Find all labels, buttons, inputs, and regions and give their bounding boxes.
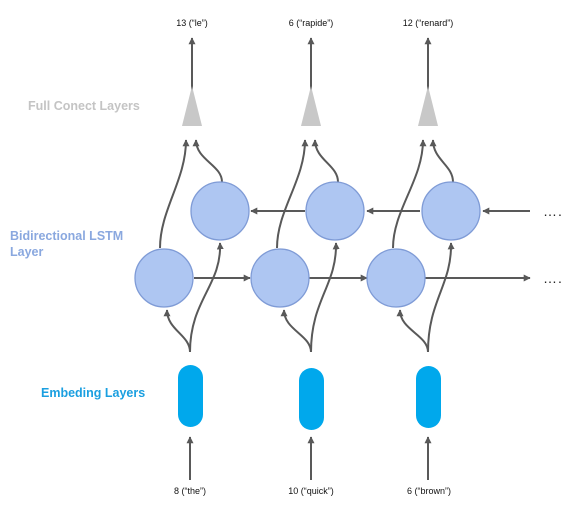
column-3-connections xyxy=(392,37,455,480)
embedding-node xyxy=(178,365,203,427)
dense-layer-node xyxy=(418,86,438,126)
embedding-label: Embeding Layers xyxy=(41,386,145,400)
continuation-top: …. xyxy=(543,203,563,219)
full-connect-label: Full Conect Layers xyxy=(28,99,140,113)
forward-lstm-to-dense xyxy=(159,139,190,249)
bilstm-label-line1: Bidirectional LSTM xyxy=(10,229,123,243)
forward-lstm-node xyxy=(366,248,426,308)
backward-lstm-node xyxy=(190,181,250,241)
input-label: 6 (“brown”) xyxy=(407,486,451,496)
dense-layer-node xyxy=(301,86,321,126)
embed-to-forward-lstm xyxy=(280,309,312,353)
backward-lstm-to-dense xyxy=(429,139,454,183)
embed-to-backward-lstm xyxy=(427,242,455,353)
embedding-row xyxy=(178,365,441,430)
column-1-connections xyxy=(159,37,224,480)
dense-layer-node xyxy=(182,86,202,126)
column-2-connections xyxy=(276,37,340,480)
embed-to-backward-lstm xyxy=(310,242,340,353)
output-label: 6 (“rapide”) xyxy=(289,18,334,28)
backward-lstm-node xyxy=(305,181,365,241)
continuation-bottom: …. xyxy=(543,270,563,286)
forward-lstm-node xyxy=(250,248,310,308)
forward-lstm-node xyxy=(134,248,194,308)
output-label: 13 (“le”) xyxy=(176,18,208,28)
output-label: 12 (“renard”) xyxy=(403,18,454,28)
forward-lstm-to-dense xyxy=(392,139,427,249)
input-labels: 8 (“the”) 10 (“quick”) 6 (“brown”) xyxy=(174,486,451,496)
embedding-node xyxy=(416,366,441,428)
embed-to-forward-lstm xyxy=(163,309,191,353)
output-labels: 13 (“le”) 6 (“rapide”) 12 (“renard”) xyxy=(176,18,453,28)
embed-to-forward-lstm xyxy=(396,309,429,353)
input-label: 8 (“the”) xyxy=(174,486,206,496)
backward-lstm-to-dense xyxy=(311,139,339,183)
backward-lstm-to-dense xyxy=(192,139,223,183)
backward-lstm-node xyxy=(421,181,481,241)
embedding-node xyxy=(299,368,324,430)
embed-to-backward-lstm xyxy=(189,242,224,353)
forward-lstm-row xyxy=(134,248,426,308)
dense-layer-row xyxy=(182,86,438,126)
bilstm-label-line2: Layer xyxy=(10,245,43,259)
input-label: 10 (“quick”) xyxy=(288,486,334,496)
backward-lstm-row xyxy=(190,181,481,241)
forward-lstm-to-dense xyxy=(276,139,309,249)
